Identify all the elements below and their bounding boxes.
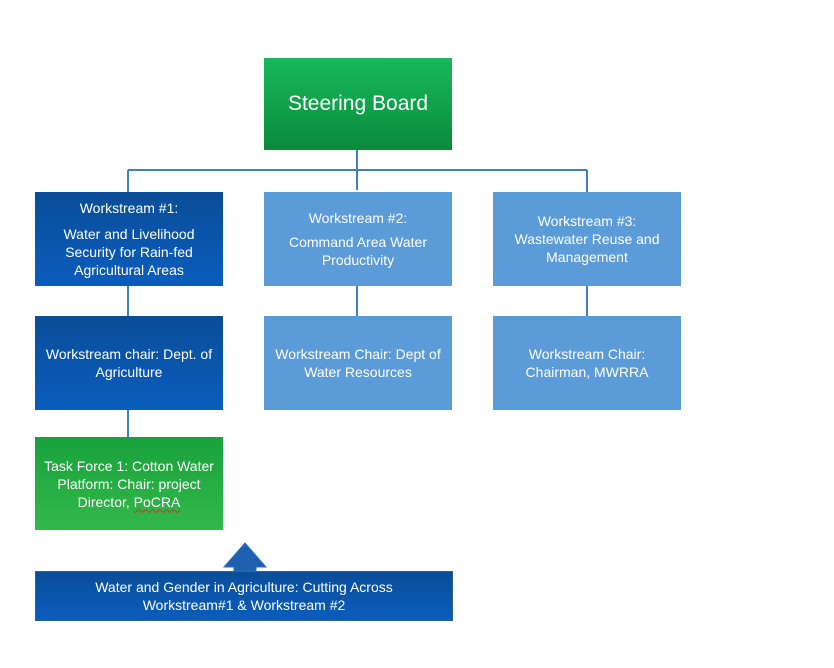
workstream-1-line: Security for Rain-fed [65,244,193,260]
workstream-2-line: Productivity [321,252,395,268]
workstream-2-title: Workstream #2: [308,210,408,226]
workstream-3-line: Wastewater Reuse and [514,231,660,247]
workstream-3-box: Workstream #3: Wastewater Reuse and Mana… [493,192,681,286]
chair-1-line: Workstream chair: Dept. of [45,346,213,362]
workstream-1-title: Workstream #1: [79,200,179,216]
task-force-line-3: Director, PoCRA [78,493,181,511]
steering-board-box: Steering Board [264,58,452,150]
workstream-1-chair-box: Workstream chair: Dept. of Agriculture [35,316,223,410]
cross-cutting-box: Water and Gender in Agriculture: Cutting… [35,571,453,621]
task-force-line: Task Force 1: Cotton Water [44,457,214,474]
workstream-3-title: Workstream #3: [537,213,637,229]
task-force-line: Platform: Chair: project [57,475,201,492]
workstream-2-line: Command Area Water [289,234,427,250]
chair-2-line: Water Resources [304,364,412,380]
task-force-line-prefix: Director, [77,493,134,510]
steering-board-label: Steering Board [287,92,429,115]
workstream-2-chair-box: Workstream Chair: Dept of Water Resource… [264,316,452,410]
task-force-acronym: PoCRA [133,493,181,510]
workstream-2-box: Workstream #2: Command Area Water Produc… [264,192,452,286]
chair-3-line: Workstream Chair: [528,346,646,362]
cross-cutting-line: Workstream#1 & Workstream #2 [142,597,346,613]
task-force-box: Task Force 1: Cotton Water Platform: Cha… [35,437,223,530]
workstream-3-chair-box: Workstream Chair: Chairman, MWRRA [493,316,681,410]
cross-cutting-line: Water and Gender in Agriculture: Cutting… [95,579,393,595]
chair-2-line: Workstream Chair: Dept of [275,346,441,362]
workstream-3-line: Management [546,249,628,265]
up-arrow-icon [222,542,268,572]
workstream-1-box: Workstream #1: Water and Livelihood Secu… [35,192,223,286]
chair-3-line: Chairman, MWRRA [525,364,649,380]
workstream-1-line: Agricultural Areas [74,262,184,278]
chair-1-line: Agriculture [95,364,163,380]
workstream-1-line: Water and Livelihood [63,226,195,242]
